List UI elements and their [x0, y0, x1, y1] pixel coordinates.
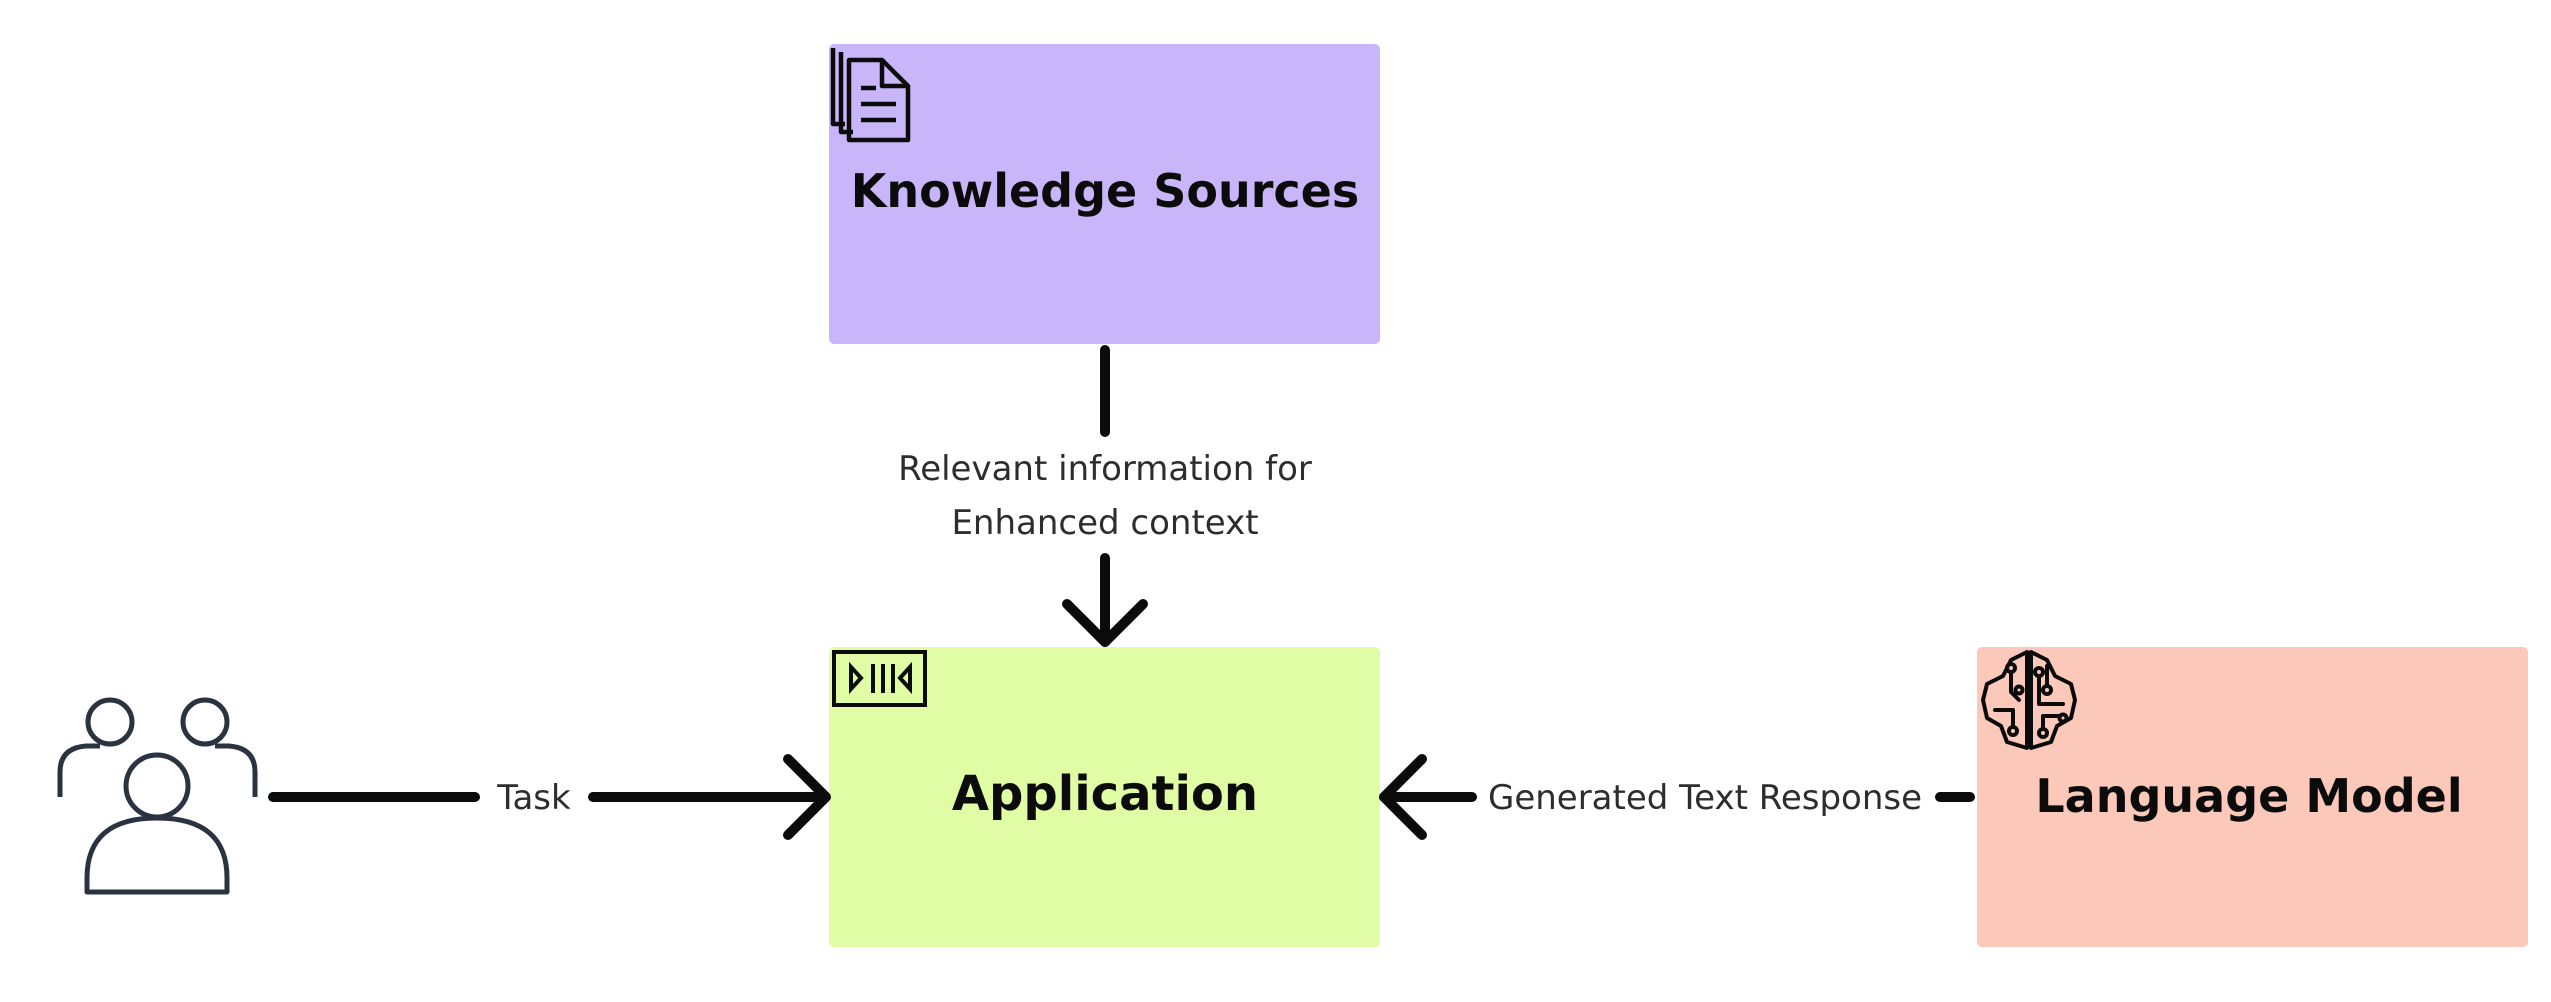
application-icon [832, 650, 927, 707]
response-edge [1379, 754, 1975, 840]
application-node: Application [829, 647, 1380, 947]
context-edge [1062, 345, 1148, 647]
task-label: Task [496, 778, 571, 818]
knowledge-sources-title: Knowledge Sources [851, 164, 1360, 218]
language-model-node: Language Model [1977, 647, 2528, 947]
context-label-line1: Relevant information for [898, 449, 1312, 489]
language-model-box [1977, 647, 2528, 947]
task-edge [268, 754, 831, 840]
knowledge-sources-node: Knowledge Sources [829, 44, 1380, 344]
language-model-title: Language Model [2035, 769, 2462, 823]
documents-icon [830, 48, 911, 143]
response-label: Generated Text Response [1488, 778, 1922, 818]
application-box [829, 647, 1380, 947]
users-icon [57, 697, 258, 895]
application-title: Application [952, 766, 1258, 822]
knowledge-sources-box [829, 44, 1380, 344]
context-label-line2: Enhanced context [951, 503, 1258, 543]
brain-circuit-icon [1981, 650, 2077, 750]
